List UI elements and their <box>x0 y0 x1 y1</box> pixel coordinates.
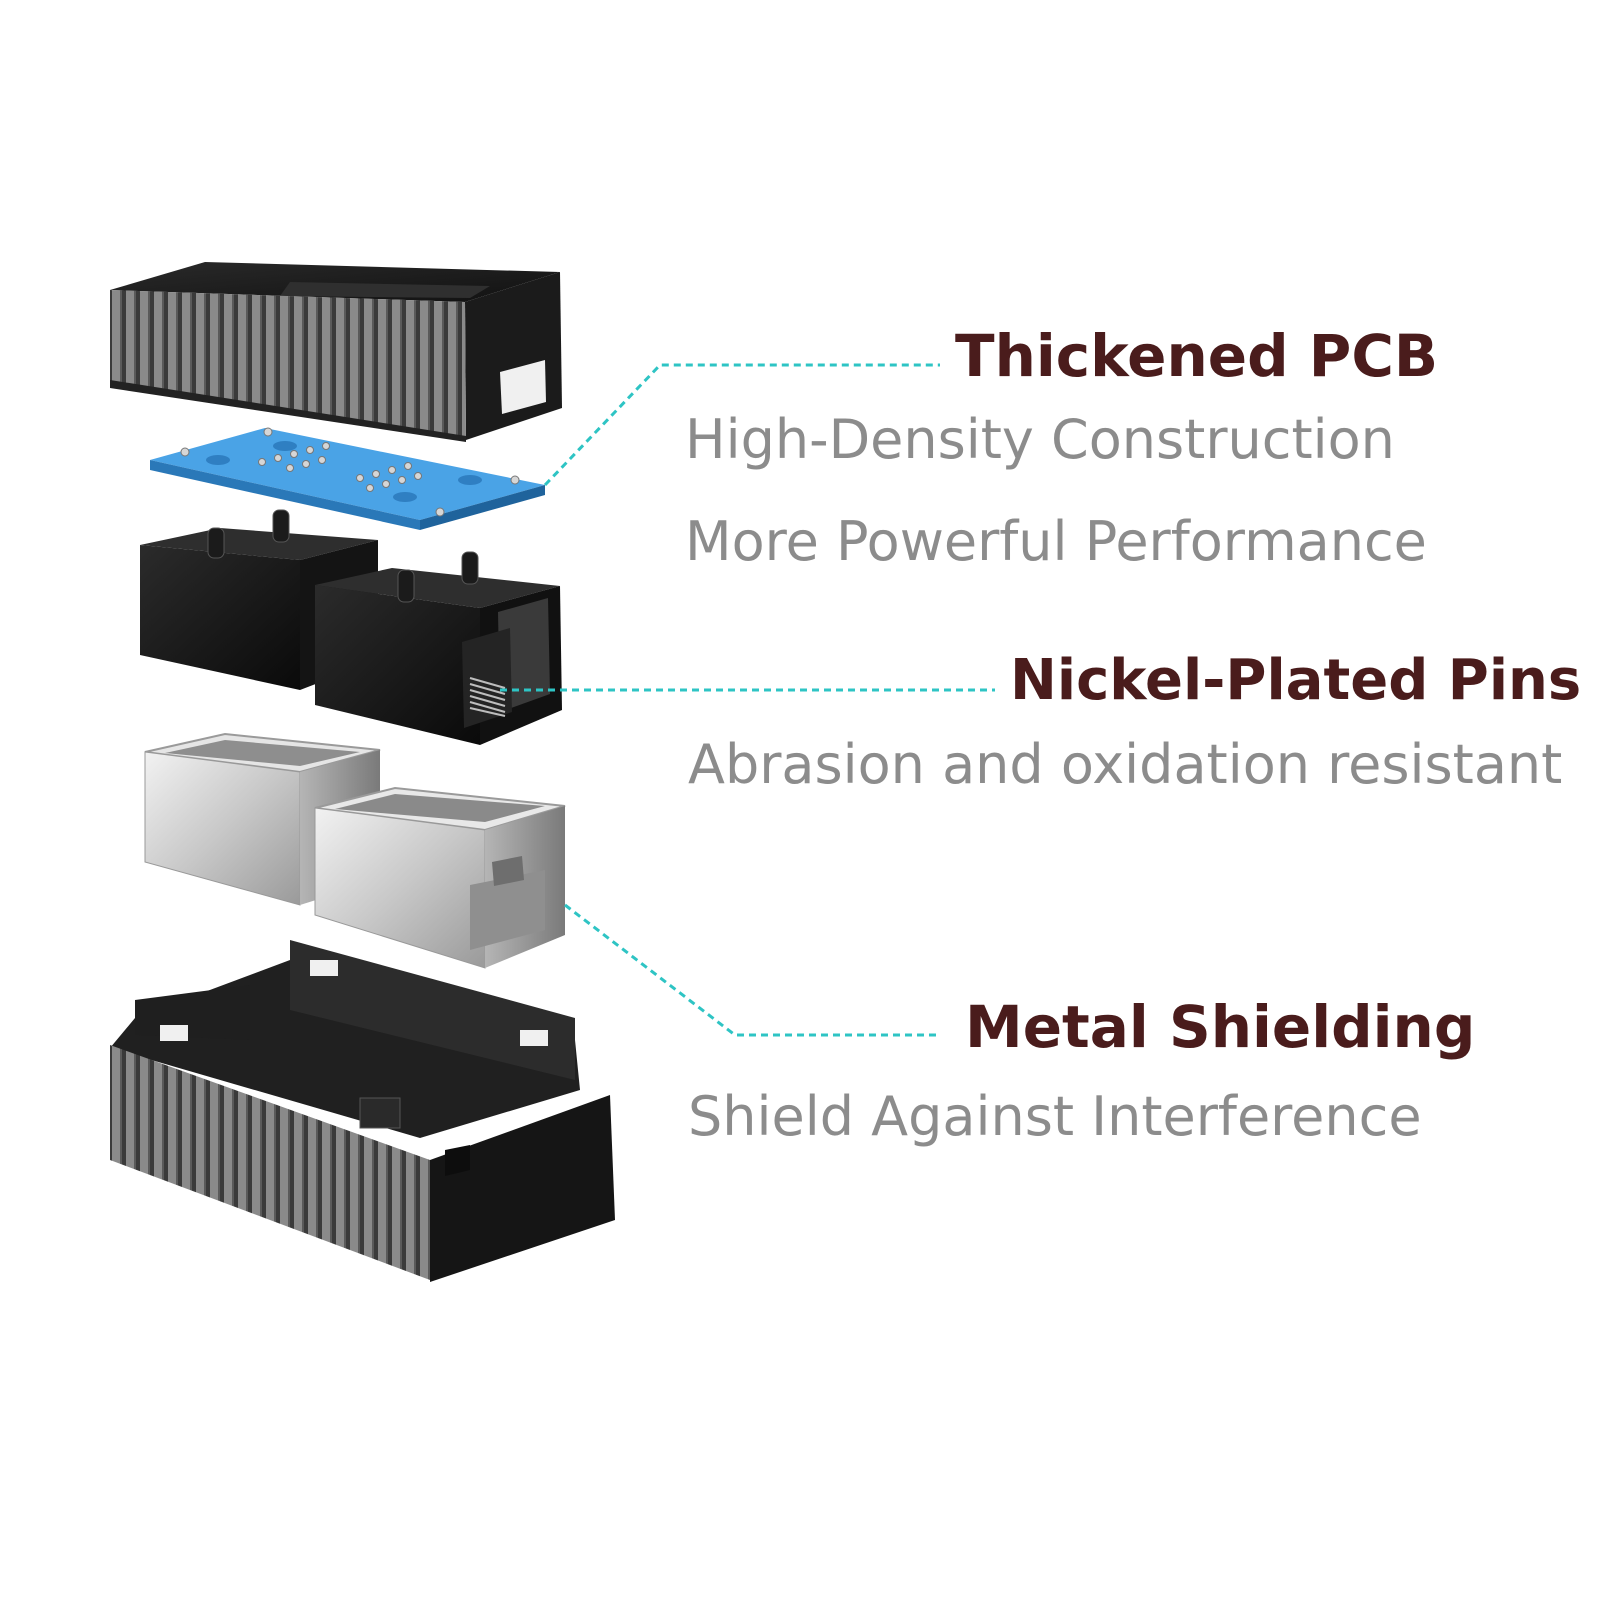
metal-shield-icon <box>144 732 566 969</box>
feature-line-interference: Shield Against Interference <box>688 1085 1422 1148</box>
leader-lines <box>500 363 995 1037</box>
bottom-housing-icon <box>110 940 615 1282</box>
feature-title-pcb: Thickened PCB <box>955 322 1439 390</box>
feature-line-high-density: High-Density Construction <box>685 408 1395 471</box>
feature-line-abrasion: Abrasion and oxidation resistant <box>688 733 1563 796</box>
leader-line-pcb <box>543 363 940 487</box>
pcb-board-icon <box>150 427 545 530</box>
rj45-jack-icon <box>140 509 562 745</box>
feature-line-performance: More Powerful Performance <box>685 510 1427 573</box>
feature-title-pins: Nickel-Plated Pins <box>1010 648 1582 713</box>
leader-line-shield <box>564 903 940 1037</box>
top-housing-icon <box>110 262 562 442</box>
feature-title-shielding: Metal Shielding <box>965 993 1476 1061</box>
